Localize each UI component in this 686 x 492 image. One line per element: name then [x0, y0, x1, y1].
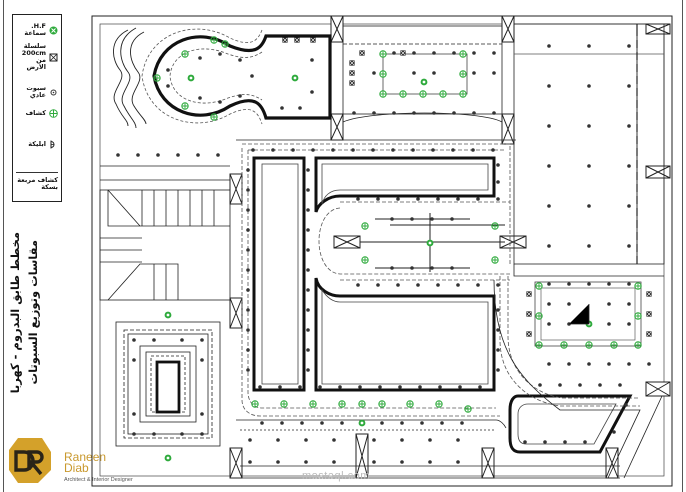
track-light-icon — [16, 172, 58, 173]
chain-light-icon — [49, 53, 58, 62]
concentric-room — [115, 321, 221, 447]
legend-item-track-light: كشاف مربعة بسكة — [17, 176, 58, 192]
legend-panel: H.F. سماعة سلسلة 200cm من الارض سبوت عاد… — [12, 14, 62, 202]
brand-subtitle: Architect & Interior Designer — [64, 477, 133, 483]
pendant-icon — [49, 109, 58, 118]
legend-item-wall-sconce: ابليكة — [15, 140, 58, 149]
watermark: mostaql.com — [302, 470, 370, 482]
page-frame — [3, 0, 683, 492]
brand-logo — [8, 436, 51, 484]
legend-item-pendant: كشاف — [15, 109, 58, 118]
legend-item-spotlight: سبوت عادي — [15, 84, 58, 99]
central-ceiling-islands — [252, 156, 633, 454]
brand-name: Raneen Diab — [64, 450, 107, 475]
wave-decor — [113, 27, 147, 129]
spotlight-icon — [49, 88, 58, 97]
logo-hexagon-icon — [9, 438, 51, 483]
legend-item-chain-light: سلسلة 200cm من الارض — [15, 42, 58, 72]
staircase — [99, 165, 231, 301]
hf-speaker-icon — [49, 26, 58, 35]
structural-columns — [229, 15, 671, 479]
legend-item-hf-speaker: H.F. سماعة — [15, 22, 58, 37]
wall-sconce-icon — [49, 140, 58, 149]
keyhole-ceiling — [152, 34, 332, 120]
